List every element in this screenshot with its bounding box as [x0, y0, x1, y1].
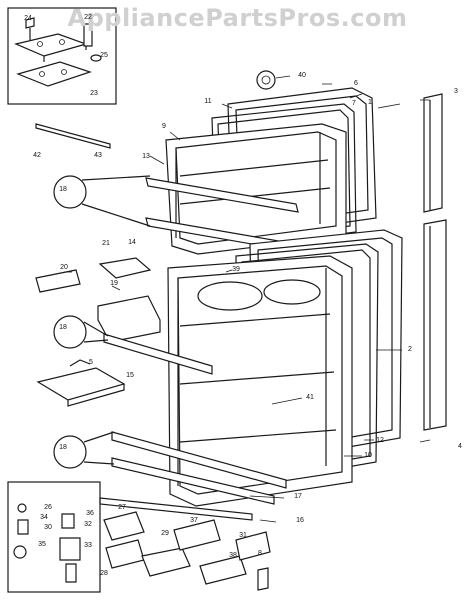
callout-43: 43: [94, 152, 102, 159]
callout-13: 13: [142, 153, 150, 160]
inset-bottom-hinge: [7, 481, 101, 593]
callout-27: 27: [118, 504, 126, 511]
callout-18-middle: 18: [59, 324, 67, 331]
callout-29: 29: [161, 530, 169, 537]
callout-42: 42: [33, 152, 41, 159]
bottom-hinge-plates: [99, 497, 271, 591]
callout-5: 5: [89, 359, 93, 366]
inset-top-hinge: [7, 7, 117, 105]
fresh-shelf-bars: [103, 333, 287, 505]
callout-30: 30: [44, 524, 52, 531]
fresh-food-liner: [167, 255, 353, 507]
zoom-details: [53, 175, 151, 469]
callout-17: 17: [294, 493, 302, 500]
callout-40: 40: [298, 72, 306, 79]
callout-19: 19: [110, 280, 118, 287]
ice-tray: [36, 359, 126, 407]
door-handle-strips: [423, 93, 447, 431]
callout-34: 34: [40, 514, 48, 521]
callout-9: 9: [162, 123, 166, 130]
callout-7: 7: [352, 100, 356, 107]
callout-32: 32: [84, 521, 92, 528]
callout-41: 41: [306, 394, 314, 401]
callout-26: 26: [44, 504, 52, 511]
callout-3: 3: [454, 88, 458, 95]
dairy-parts: [35, 257, 161, 343]
rod-parts: [35, 123, 111, 149]
callout-20: 20: [60, 264, 68, 271]
callout-14: 14: [128, 239, 136, 246]
callout-35: 35: [38, 541, 46, 548]
callout-16: 16: [296, 517, 304, 524]
callout-8: 8: [258, 550, 262, 557]
callout-28: 28: [100, 570, 108, 577]
callout-37: 37: [190, 517, 198, 524]
callout-39: 39: [232, 266, 240, 273]
callout-23: 23: [90, 90, 98, 97]
leader-lines: [64, 75, 431, 523]
callout-6: 6: [354, 80, 358, 87]
callout-15: 15: [126, 372, 134, 379]
callout-18-top: 18: [59, 186, 67, 193]
callout-11: 11: [204, 98, 212, 105]
callout-22: 22: [84, 14, 92, 21]
callout-31: 31: [239, 532, 247, 539]
freezer-liner: [165, 123, 347, 255]
callout-12: 12: [376, 437, 384, 444]
callout-38: 38: [229, 552, 237, 559]
callout-25: 25: [100, 52, 108, 59]
callout-21: 21: [102, 240, 110, 247]
callout-2: 2: [408, 346, 412, 353]
callout-1: 1: [368, 99, 372, 106]
callout-33: 33: [84, 542, 92, 549]
callout-24: 24: [24, 15, 32, 22]
watermark-text: AppliancePartsPros.com: [67, 4, 408, 32]
callout-10: 10: [364, 452, 372, 459]
callout-36: 36: [86, 510, 94, 517]
callout-18-bottom: 18: [59, 444, 67, 451]
hinge-cap: [256, 70, 276, 90]
callout-4: 4: [458, 443, 462, 450]
